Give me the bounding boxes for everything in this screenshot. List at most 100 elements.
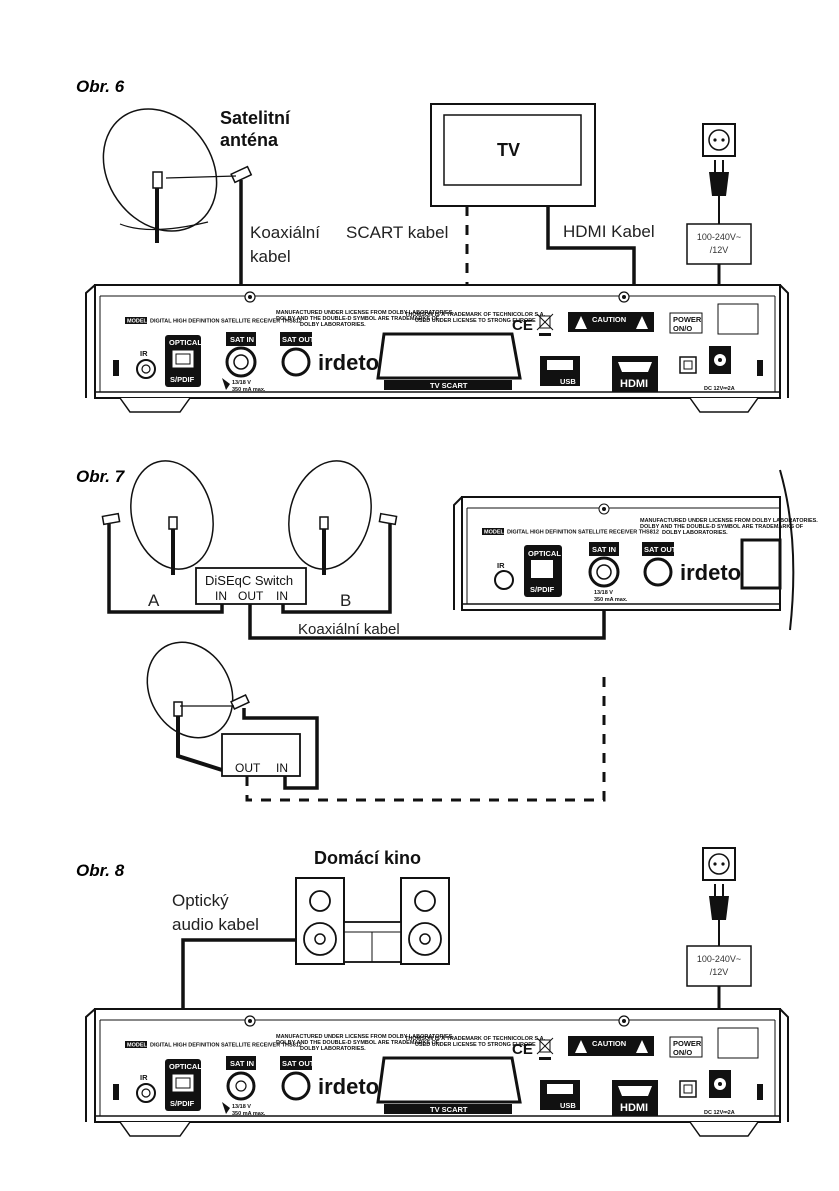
optical-label-1: Optický bbox=[172, 891, 229, 910]
svg-text:POWER: POWER bbox=[673, 1039, 702, 1048]
svg-text:13/18 V: 13/18 V bbox=[594, 590, 613, 596]
scart-port bbox=[376, 332, 522, 380]
satellite-dish-icon bbox=[102, 108, 253, 243]
svg-text:S/PDIF: S/PDIF bbox=[170, 1099, 195, 1108]
single-switch-box bbox=[221, 733, 301, 777]
svg-text:MANUFACTURED UNDER LICENSE FRO: MANUFACTURED UNDER LICENSE FROM DOLBY LA… bbox=[276, 1034, 454, 1040]
svg-text:DOLBY LABORATORIES.: DOLBY LABORATORIES. bbox=[300, 322, 366, 328]
psu-line1: 100-240V~ bbox=[697, 232, 741, 242]
svg-text:ON/O: ON/O bbox=[673, 324, 692, 333]
single-dish-icon bbox=[146, 641, 250, 772]
svg-text:IR: IR bbox=[140, 1073, 148, 1082]
wall-socket-icon-2 bbox=[702, 847, 736, 881]
receiver-rear-panel: MODEL DIGITAL HIGH DEFINITION SATELLITE … bbox=[85, 284, 789, 413]
wall-socket-icon bbox=[702, 123, 736, 157]
svg-text:DOLBY LABORATORIES.: DOLBY LABORATORIES. bbox=[300, 1046, 366, 1052]
svg-text:SAT OUT: SAT OUT bbox=[282, 1059, 315, 1068]
power-plug-icon-2 bbox=[709, 884, 729, 946]
power-adapter-2 bbox=[686, 945, 752, 987]
svg-text:USED UNDER LICENSE TO STRONG E: USED UNDER LICENSE TO STRONG EUROPE bbox=[415, 1042, 536, 1048]
svg-text:OPTICAL: OPTICAL bbox=[528, 549, 561, 558]
svg-text:DOLBY LABORATORIES.: DOLBY LABORATORIES. bbox=[662, 530, 728, 536]
svg-text:TV SCART: TV SCART bbox=[430, 381, 468, 390]
dish-b-label: B bbox=[340, 591, 351, 610]
svg-text:USB: USB bbox=[560, 377, 576, 386]
svg-text:irdeto: irdeto bbox=[680, 560, 741, 585]
fig8-label: Obr. 8 bbox=[76, 861, 125, 880]
power-adapter bbox=[686, 223, 752, 265]
tv-label: TV bbox=[497, 140, 520, 160]
dish-a-icon bbox=[101, 460, 214, 575]
sat-out-connector bbox=[281, 347, 311, 377]
svg-text:SAT OUT: SAT OUT bbox=[644, 545, 677, 554]
svg-text:USB: USB bbox=[560, 1101, 576, 1110]
tv-icon bbox=[430, 103, 596, 207]
svg-text:CE: CE bbox=[512, 1041, 533, 1058]
svg-text:350 mA max.: 350 mA max. bbox=[232, 1111, 266, 1117]
switch-in2: IN bbox=[276, 589, 288, 603]
receiver-rear-panel-partial: MODEL DIGITAL HIGH DEFINITION SATELLITE … bbox=[453, 469, 818, 631]
psu2-line2: /12V bbox=[710, 967, 729, 977]
svg-text:DIGITAL HIGH DEFINITION SATELL: DIGITAL HIGH DEFINITION SATELLITE RECEIV… bbox=[507, 530, 659, 536]
box-in: IN bbox=[276, 761, 288, 775]
svg-text:OPTICAL: OPTICAL bbox=[169, 1062, 202, 1071]
svg-text:IR: IR bbox=[140, 349, 148, 358]
svg-text:SAT IN: SAT IN bbox=[592, 545, 616, 554]
antenna-label-2: anténa bbox=[220, 130, 279, 150]
svg-text:OPTICAL: OPTICAL bbox=[169, 338, 202, 347]
svg-text:IR: IR bbox=[497, 561, 505, 570]
svg-text:TV SCART: TV SCART bbox=[430, 1105, 468, 1114]
svg-text:13/18 V: 13/18 V bbox=[232, 380, 251, 386]
coax-label-2: kabel bbox=[250, 247, 291, 266]
svg-text:MODEL: MODEL bbox=[484, 530, 505, 536]
weee-icon bbox=[536, 313, 554, 336]
fig6-label: Obr. 6 bbox=[76, 77, 125, 96]
svg-text:DOLBY AND THE DOUBLE-D SYMBOL: DOLBY AND THE DOUBLE-D SYMBOL ARE TRADEM… bbox=[276, 316, 440, 322]
dish-b-icon bbox=[288, 460, 398, 575]
svg-text:irdeto: irdeto bbox=[318, 1074, 379, 1099]
optical-label-2: audio kabel bbox=[172, 915, 259, 934]
alt-coax-cable bbox=[245, 676, 606, 802]
model-text: DIGITAL HIGH DEFINITION SATELLITE RECEIV… bbox=[150, 319, 302, 325]
svg-text:MANUFACTURED UNDER LICENSE FRO: MANUFACTURED UNDER LICENSE FROM DOLBY LA… bbox=[276, 310, 454, 316]
coax-label-1: Koaxiální bbox=[250, 223, 320, 242]
svg-text:HDMI: HDMI bbox=[620, 1102, 648, 1114]
svg-text:SAT IN: SAT IN bbox=[230, 1059, 254, 1068]
svg-text:HDMI: HDMI bbox=[620, 378, 648, 390]
svg-text:DOLBY AND THE DOUBLE-D SYMBOL: DOLBY AND THE DOUBLE-D SYMBOL ARE TRADEM… bbox=[276, 1040, 440, 1046]
irdeto-logo: irdeto bbox=[318, 350, 379, 375]
svg-text:CAUTION: CAUTION bbox=[592, 1039, 626, 1048]
svg-text:ON/O: ON/O bbox=[673, 1048, 692, 1057]
box-out: OUT bbox=[235, 761, 261, 775]
switch-out: OUT bbox=[238, 589, 264, 603]
svg-text:MANUFACTURED UNDER LICENSE FRO: MANUFACTURED UNDER LICENSE FROM DOLBY LA… bbox=[640, 518, 818, 524]
fig7-coax-label: Koaxiální kabel bbox=[298, 621, 400, 638]
svg-text:THOMSON IS A TRADEMARK OF TECH: THOMSON IS A TRADEMARK OF TECHNICOLOR S.… bbox=[405, 1036, 546, 1042]
svg-text:DIGITAL HIGH DEFINITION SATELL: DIGITAL HIGH DEFINITION SATELLITE RECEIV… bbox=[150, 1043, 302, 1049]
svg-text:350 mA max.: 350 mA max. bbox=[232, 387, 266, 393]
home-cinema-label: Domácí kino bbox=[314, 848, 421, 868]
psu-line2: /12V bbox=[710, 245, 729, 255]
switch-title: DiSEqC Switch bbox=[205, 573, 293, 588]
svg-text:SAT IN: SAT IN bbox=[230, 335, 254, 344]
svg-text:350 mA max.: 350 mA max. bbox=[594, 597, 628, 603]
fig7-label: Obr. 7 bbox=[76, 467, 126, 486]
ce-mark: CE bbox=[512, 317, 533, 334]
antenna-label-1: Satelitní bbox=[220, 108, 291, 128]
home-cinema-icon bbox=[295, 877, 450, 965]
hdmi-label: HDMI Kabel bbox=[563, 222, 655, 241]
dish-a-label: A bbox=[148, 591, 160, 610]
svg-text:DC 12V⎓2A: DC 12V⎓2A bbox=[704, 386, 735, 392]
svg-text:DOLBY AND THE DOUBLE-D SYMBOL: DOLBY AND THE DOUBLE-D SYMBOL ARE TRADEM… bbox=[640, 524, 804, 530]
svg-text:SAT OUT: SAT OUT bbox=[282, 335, 315, 344]
svg-text:DC 12V⎓2A: DC 12V⎓2A bbox=[704, 1110, 735, 1116]
psu2-line1: 100-240V~ bbox=[697, 954, 741, 964]
svg-text:THOMSON IS A TRADEMARK OF TECH: THOMSON IS A TRADEMARK OF TECHNICOLOR S.… bbox=[405, 312, 546, 318]
svg-text:S/PDIF: S/PDIF bbox=[530, 585, 555, 594]
svg-text:POWER: POWER bbox=[673, 315, 702, 324]
receiver-rear-panel-2: MODEL DIGITAL HIGH DEFINITION SATELLITE … bbox=[85, 1008, 789, 1137]
svg-text:CAUTION: CAUTION bbox=[592, 315, 626, 324]
svg-text:USED UNDER LICENSE TO STRONG E: USED UNDER LICENSE TO STRONG EUROPE bbox=[415, 318, 536, 324]
scart-label: SCART kabel bbox=[346, 223, 448, 242]
